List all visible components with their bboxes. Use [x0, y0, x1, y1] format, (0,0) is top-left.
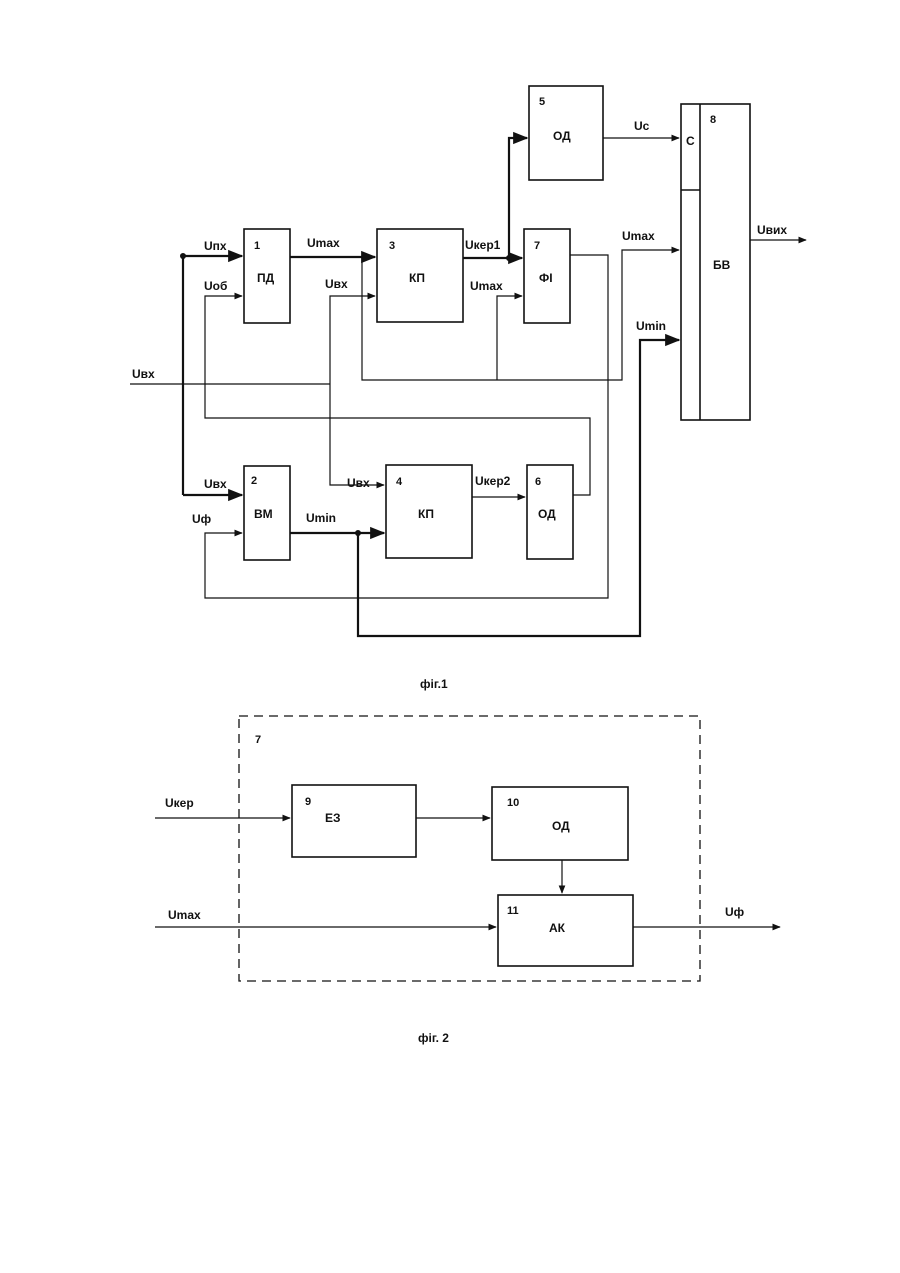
figure-2: 7 9 ЕЗ 10 ОД 11 АК Uкер Umax Uф фіг. 2: [155, 716, 780, 1045]
signal-u-min-block-2: Umin: [306, 511, 336, 525]
block-2: 2 ВМ: [244, 466, 290, 560]
block-4: 4 КП: [386, 465, 472, 558]
block-1-number: 1: [254, 240, 260, 252]
block-4-label: КП: [418, 507, 434, 521]
block-5: 5 ОД: [529, 86, 603, 180]
block-6: 6 ОД: [527, 465, 573, 559]
fig1-wires: [130, 138, 806, 636]
container-number: 7: [255, 734, 261, 746]
block-1: 1 ПД: [244, 229, 290, 323]
block-10-label: ОД: [552, 819, 570, 833]
block-2-label: ВМ: [254, 507, 273, 521]
block-2-number: 2: [251, 475, 257, 487]
signal-u-out: Uвих: [757, 223, 787, 237]
signal-u-in-block-4: Uвх: [347, 476, 370, 490]
block-3-number: 3: [389, 240, 395, 252]
block-10: 10 ОД: [492, 787, 628, 860]
block-6-label: ОД: [538, 507, 556, 521]
signal-u-c: Uс: [634, 119, 650, 133]
block-7: 7 ФІ: [524, 229, 570, 323]
block-11: 11 АК: [498, 895, 633, 966]
block-11-number: 11: [507, 905, 519, 917]
block-9-number: 9: [305, 796, 311, 808]
block-7-label: ФІ: [539, 271, 553, 285]
signal-u-max: Umax: [168, 908, 201, 922]
block-10-number: 10: [507, 797, 519, 809]
block-8-number: 8: [710, 114, 716, 126]
block-3-label: КП: [409, 271, 425, 285]
block-3: 3 КП: [377, 229, 463, 322]
signal-u-ker: Uкер: [165, 796, 194, 810]
signal-u-f: Uф: [192, 512, 212, 526]
block-5-number: 5: [539, 96, 545, 108]
block-9: 9 ЕЗ: [292, 785, 416, 857]
signal-u-ker2: Uкер2: [475, 474, 511, 488]
signal-u-ker1: Uкер1: [465, 238, 501, 252]
signal-u-in-block-3: Uвх: [325, 277, 348, 291]
block-7-number: 7: [534, 240, 540, 252]
block-8-port-c: C: [686, 134, 695, 148]
figure-2-caption: фіг. 2: [418, 1031, 449, 1045]
block-5-label: ОД: [553, 129, 571, 143]
signal-u-max-block-8: Umax: [622, 229, 655, 243]
signal-u-pk: Uпх: [204, 239, 227, 253]
signal-u-in-block-2: Uвх: [204, 477, 227, 491]
signal-u-min-block-8: Umin: [636, 319, 666, 333]
fig2-wires: [155, 818, 780, 927]
signal-u-ob: Uоб: [204, 279, 227, 293]
block-1-label: ПД: [257, 271, 275, 285]
signal-u-in-main: Uвх: [132, 367, 155, 381]
signal-u-max-block-7: Umax: [470, 279, 503, 293]
signal-u-max-block-1: Umax: [307, 236, 340, 250]
block-4-number: 4: [396, 476, 403, 488]
figure-1: 1 ПД 2 ВМ 3 КП 4 КП 5 ОД 6 ОД: [130, 86, 806, 691]
signal-u-f-out: Uф: [725, 905, 745, 919]
block-8-label: БВ: [713, 258, 731, 272]
figure-1-caption: фіг.1: [420, 677, 448, 691]
block-6-number: 6: [535, 476, 541, 488]
block-11-label: АК: [549, 921, 566, 935]
block-9-label: ЕЗ: [325, 811, 341, 825]
block-7-container: [239, 716, 700, 981]
block-8: 8 C БВ: [681, 104, 750, 420]
